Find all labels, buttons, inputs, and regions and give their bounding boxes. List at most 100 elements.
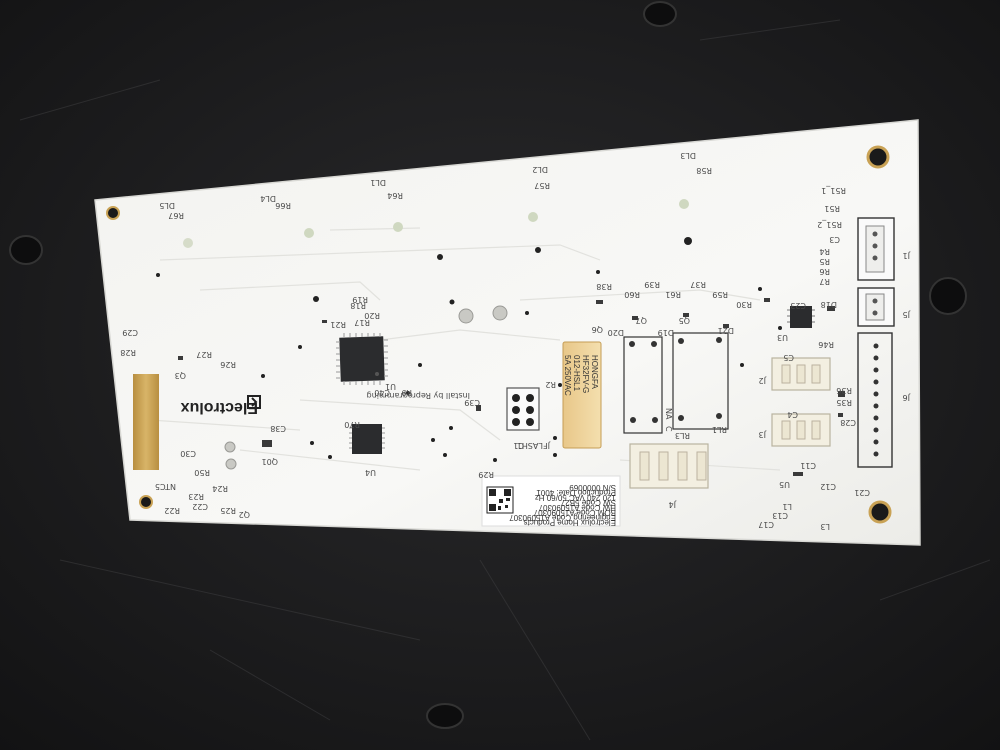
qr-code-icon [486,486,514,514]
label-q2: Q2 [239,510,250,519]
label-r24: R24 [212,484,228,493]
label-r64: R64 [387,191,403,200]
label-j3: J3 [759,430,767,439]
label-r27: R27 [196,350,212,359]
label-j6: J6 [903,393,911,402]
mcu-chip-u1 [336,333,388,385]
label-c21: C21 [854,488,870,497]
label-r37: R37 [690,280,706,289]
pcb-traces [149,227,781,471]
label-r58: R58 [696,166,712,175]
label-install-note: Install by Reprogramming [367,391,470,400]
label-dl3: DL3 [680,151,696,160]
label-r39: R39 [644,280,660,289]
connector-j2 [771,357,831,391]
label-l3: L3 [820,522,830,531]
label-r36: R36 [836,386,852,395]
sticker-line-2: Engineering Code A15090307 [509,513,616,522]
relay-print: HONGFA HF32FV-G 012-HSL1 5A 250VAC [563,355,599,396]
label-r2: R2 [545,380,556,389]
connector-j5 [857,287,895,327]
label-c17: C17 [758,520,774,529]
label-r60: R60 [624,290,640,299]
label-r66: R66 [275,201,291,210]
label-c13: C13 [772,511,788,520]
label-c4: C4 [787,410,798,419]
label-c28: C28 [840,418,856,427]
label-rl3: RL3 [675,431,690,440]
label-r29: R29 [478,470,494,479]
label-r35: R35 [836,398,852,407]
label-rl1: RL1 [712,425,727,434]
label-c29: C29 [122,328,138,337]
relay-footprint-pads [629,337,722,423]
label-c11: C11 [800,461,816,470]
label-r50: R50 [194,468,210,477]
label-j4: J4 [669,500,677,509]
label-r70: R70 [344,420,360,429]
label-r22: R22 [164,506,180,515]
product-label-sticker [481,475,621,527]
label-r59: R59 [712,290,728,299]
label-r5: R5 [819,257,830,266]
label-r23: R23 [188,492,204,501]
label-c1: C1 [513,441,524,450]
relay-print-line-4: 5A 250VAC [563,355,572,396]
label-q01: Q01 [262,457,278,466]
label-c5: C5 [783,353,794,362]
brand-text: Electrolux [181,399,258,416]
connector-j6-footprint [857,332,893,468]
chip-u3 [787,306,815,328]
vias [156,237,782,462]
sticker-line-1: Electrolux Home Products [524,518,616,527]
relay-print-line-1: HONGFA [590,355,599,389]
label-jflash: JFLASH1 [517,441,551,450]
table-scratches [19,19,991,741]
sticker-line-3: BOM Code A15090307 [533,508,616,517]
sticker-line-8: S/N 0000069 [569,483,616,492]
label-r38: R38 [596,282,612,291]
label-r57: R57 [534,181,550,190]
electrolux-logo: Electrolux [181,399,258,416]
label-c38: C38 [270,424,286,433]
jflash-header [506,387,540,431]
label-j5: J5 [903,310,911,319]
label-q5: Q5 [679,316,690,325]
label-u1: U1 [385,382,396,391]
label-j2: J2 [759,376,767,385]
label-r26: R26 [220,360,236,369]
label-c39: C39 [464,398,480,407]
sticker-line-7: Production Date: 4001 [536,488,616,497]
label-c40: C40 [374,388,390,397]
label-l1: L1 [782,502,792,511]
silkscreen-labels: DL1 DL2 DL3 DL4 DL5 R57 R58 R64 R66 R67 … [120,151,911,531]
label-dl4: DL4 [260,194,276,203]
label-r28: R28 [120,348,136,357]
label-d21: D21 [718,326,734,335]
label-r20: R20 [364,311,380,320]
indicator-leds [183,199,689,248]
connector-j4 [629,443,709,489]
relay-print-line-3: 012-HSL1 [572,355,581,392]
label-q7: Q7 [636,316,647,325]
label-r18: R18 [350,301,366,310]
relay-hongfa [562,341,602,449]
label-c23: C23 [790,301,806,310]
pcb-board [94,119,921,546]
label-dl5: DL5 [159,201,175,210]
label-r7: R7 [819,277,830,286]
chip-u4 [349,424,385,454]
label-c-relay: C [664,426,673,432]
label-r4: R4 [819,247,830,256]
label-u4: U4 [365,468,376,477]
label-r17: R17 [354,318,370,327]
label-dl1: DL1 [370,178,386,187]
label-j1: J1 [903,251,911,260]
label-u3: U3 [777,333,788,342]
label-r46: R46 [818,340,834,349]
sticker-line-6: 120 240 VAC 50/60 Hz [535,493,616,502]
label-r25: R25 [220,506,236,515]
label-r51-1: R51_1 [821,186,846,195]
label-dl2: DL2 [532,165,548,174]
